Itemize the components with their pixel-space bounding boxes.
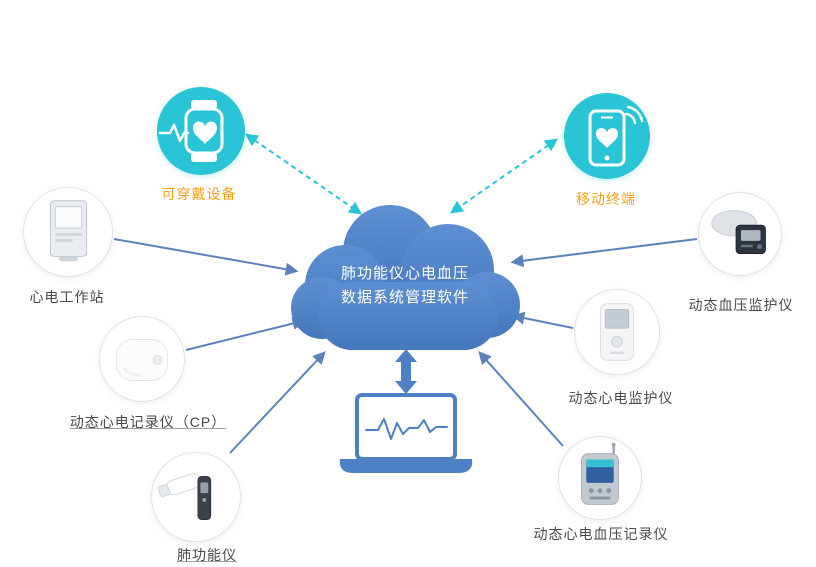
bp-monitor-image [711,210,766,255]
spirometer-image [157,473,212,520]
node-holter-monitor-label: 动态心电监护仪 [568,390,674,406]
smartphone-icon [588,105,644,167]
arrow-wearable-cloud [244,133,363,215]
arrow-abp-cloud [510,238,698,268]
node-holter-monitor [574,289,660,375]
ecg-monitor-image [599,303,635,361]
ecg-bp-recorder-image [580,442,620,505]
node-ecg-bp-recorder [558,436,642,520]
node-mobile [564,93,650,179]
holter-recorder-image [116,338,168,381]
ecg-waveform [365,418,448,440]
arrow-holtermonitor-cloud [511,311,574,329]
node-holter-cp [99,316,185,402]
arrow-cloud-laptop [395,349,417,394]
node-spirometer-label: 肺功能仪 [177,547,237,563]
node-wearable [157,87,245,175]
cloud-shape [291,205,520,350]
node-mobile-label: 移动终端 [576,191,636,207]
node-spirometer [151,452,241,542]
arrow-holtercp-cloud [185,317,306,351]
ecg-workstation-image [49,200,88,262]
cloud-title-line2: 数据系统管理软件 [340,289,470,306]
node-workstation-label: 心电工作站 [29,289,105,305]
node-abp [698,192,782,276]
node-wearable-label: 可穿戴设备 [161,186,237,202]
arrow-ecgbprecorder-cloud [478,351,564,447]
arrow-spirometer-cloud [229,351,326,454]
cloud-title: 肺功能仪心电血压 数据系统管理软件 [341,262,469,310]
arrow-mobile-cloud [449,138,559,214]
cloud-title-line1: 肺功能仪心电血压 [340,265,470,282]
node-abp-label: 动态血压监护仪 [688,297,794,313]
laptop-image [339,393,473,473]
smartwatch-icon [158,100,224,162]
node-holter-cp-label: 动态心电记录仪（CP） [69,414,227,430]
node-ecg-bp-recorder-label: 动态心电血压记录仪 [533,526,669,542]
node-workstation [23,187,113,277]
arrow-workstation-cloud [113,238,299,276]
